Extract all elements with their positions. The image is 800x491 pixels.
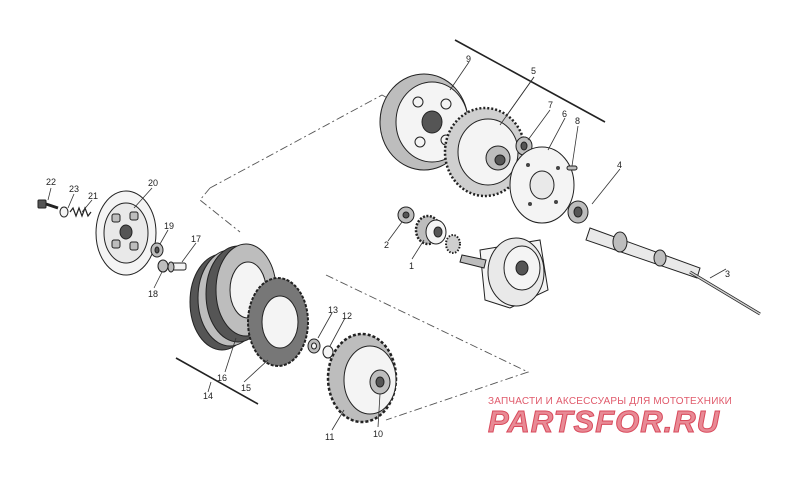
- part-23-washer: [59, 206, 69, 218]
- part-2-bushing: [397, 206, 415, 224]
- callout-12: 12: [342, 311, 352, 321]
- part-17-lifter: [167, 261, 187, 273]
- mainshaft: [585, 227, 701, 279]
- callout-14: 14: [203, 391, 213, 401]
- part-18-nut: [157, 259, 169, 273]
- callout-6: 6: [562, 109, 567, 119]
- callout-23: 23: [69, 184, 79, 194]
- part-20-pressure-plate: [95, 190, 157, 276]
- callout-7: 7: [548, 100, 553, 110]
- watermark: ЗАПЧАСТИ И АКСЕССУАРЫ ДЛЯ МОТОТЕХНИКИ PA…: [488, 396, 788, 439]
- part-3-push-rod: [689, 270, 761, 316]
- callout-19: 19: [164, 221, 174, 231]
- part-8-pin: [566, 165, 578, 171]
- callout-9: 9: [466, 54, 471, 64]
- callout-labels: 9 5 7 6 8 4 3 2 1 22 23 21 20 19 17 18 1…: [46, 54, 730, 442]
- part-13-washer: [307, 338, 321, 354]
- part-6-thrust-plate: [509, 146, 575, 224]
- callout-8: 8: [575, 116, 580, 126]
- part-16-friction-plates: [189, 243, 277, 351]
- callout-13: 13: [328, 305, 338, 315]
- callout-11: 11: [325, 432, 334, 442]
- callout-2: 2: [384, 240, 389, 250]
- part-21-spring: [69, 206, 92, 218]
- callout-17: 17: [191, 234, 201, 244]
- callout-21: 21: [88, 191, 98, 201]
- callout-10: 10: [373, 429, 383, 439]
- callout-5: 5: [531, 66, 536, 76]
- callout-3: 3: [725, 269, 730, 279]
- part-10-hub-center: [369, 369, 391, 395]
- small-gear: [445, 234, 461, 254]
- part-19-bearing: [150, 242, 164, 258]
- callout-15: 15: [241, 383, 251, 393]
- callout-1: 1: [409, 261, 414, 271]
- part-4-bushing: [567, 200, 589, 224]
- watermark-caption: ЗАПЧАСТИ И АКСЕССУАРЫ ДЛЯ МОТОТЕХНИКИ: [488, 396, 733, 407]
- leader-lines: [47, 61, 727, 431]
- callout-18: 18: [148, 289, 158, 299]
- drive-gear-assembly: [459, 237, 549, 309]
- part-15-clutch-plate: [247, 277, 309, 367]
- part-1-gear: [414, 214, 447, 246]
- part-22-bolt: [37, 199, 59, 210]
- callout-22: 22: [46, 177, 56, 187]
- callout-16: 16: [217, 373, 227, 383]
- watermark-logo: PARTSFOR.RU: [488, 404, 721, 439]
- callout-4: 4: [617, 160, 622, 170]
- callout-20: 20: [148, 178, 158, 188]
- part-5-primary-gear: [443, 106, 527, 198]
- part-12-washer: [322, 345, 334, 359]
